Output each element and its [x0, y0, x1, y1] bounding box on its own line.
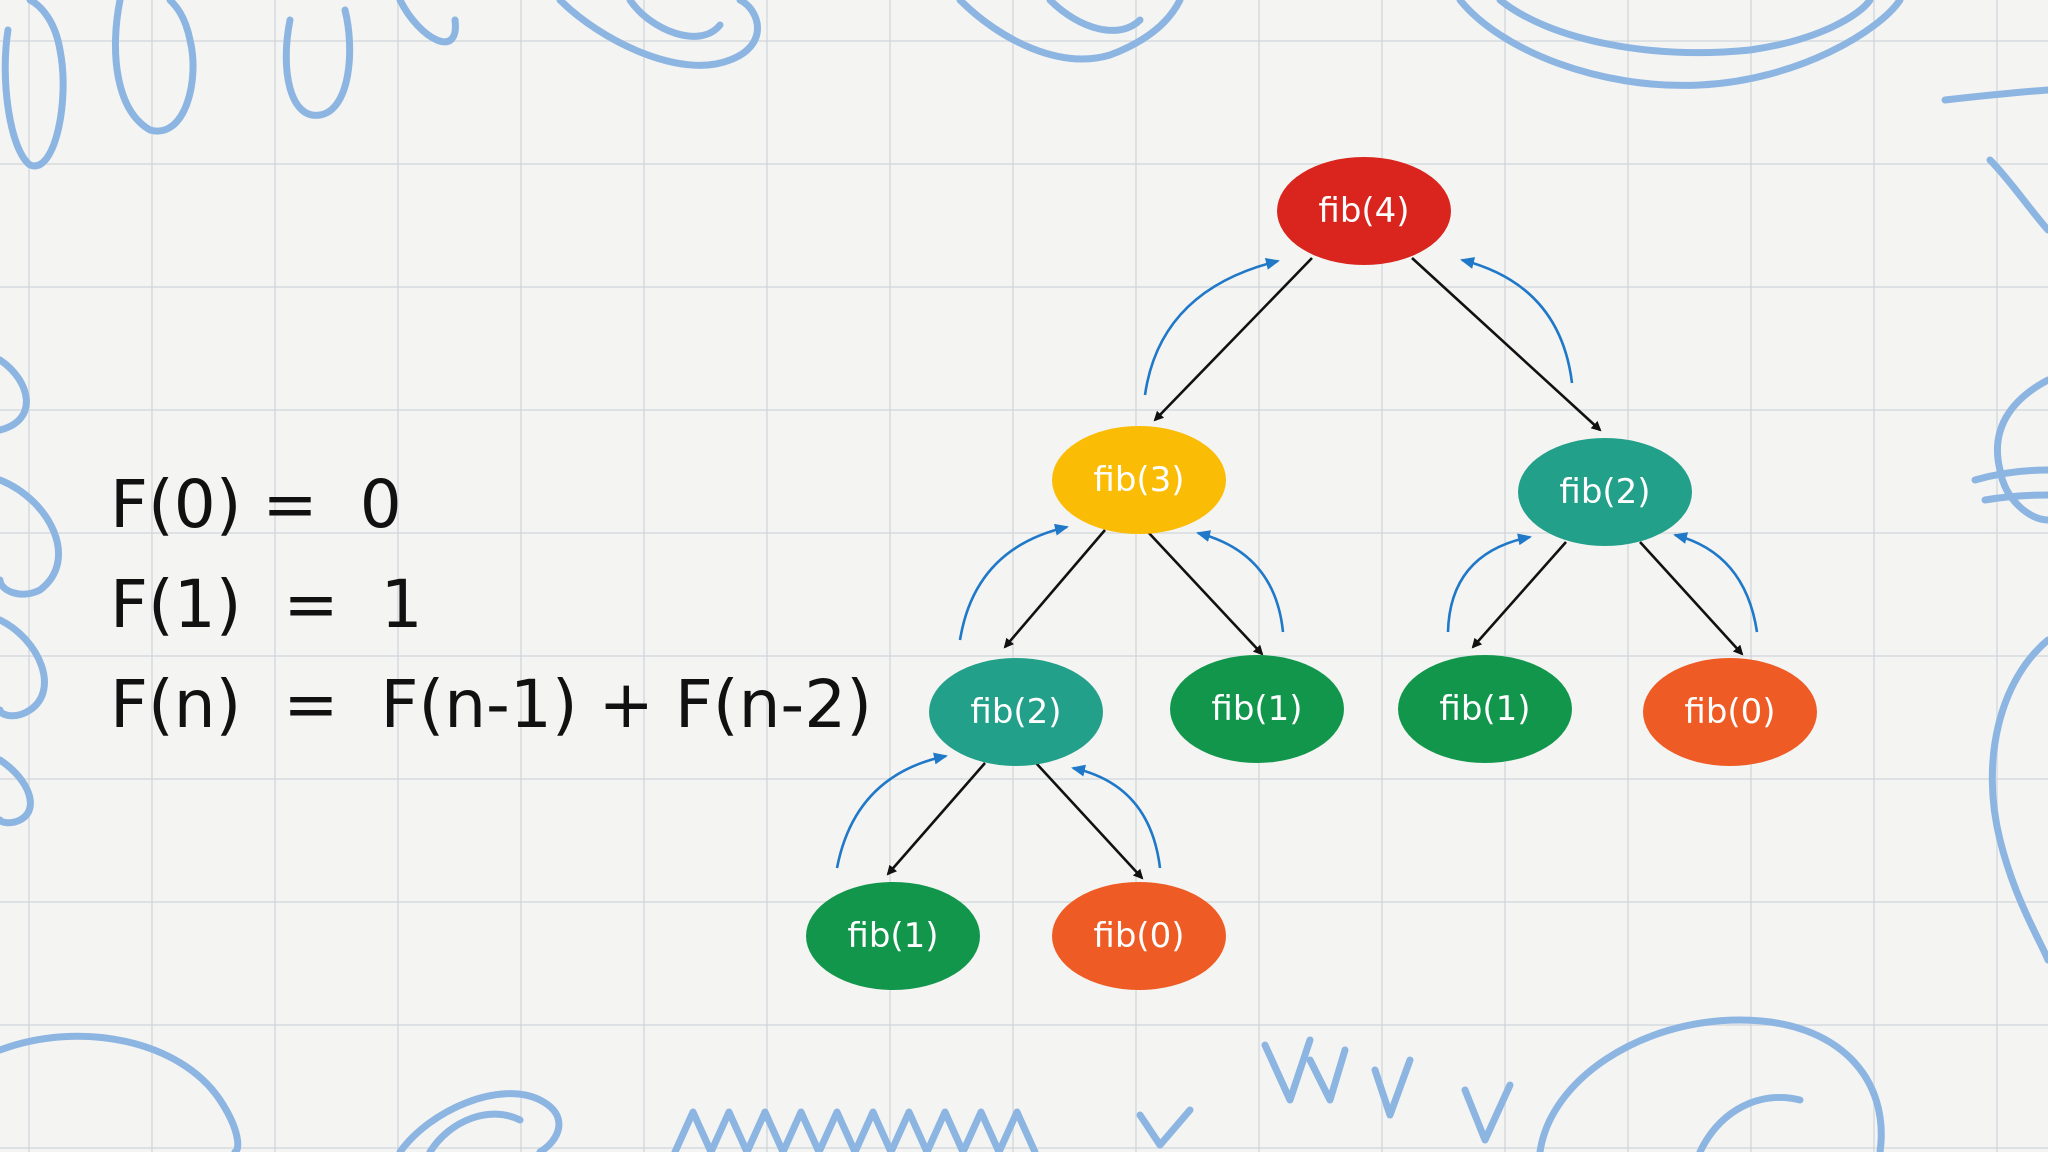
node-label: fib(0) [1093, 916, 1184, 956]
formula-base-case-0: F(0) = 0 [110, 466, 402, 543]
call-edge-fib3-fib1 [1147, 531, 1264, 656]
tree-node-fib0-bottom: fib(0) [1052, 882, 1226, 990]
call-edge-fib2-fib1-bottom [886, 762, 986, 876]
node-label: fib(1) [1211, 689, 1302, 729]
tree-node-fib2-left: fib(2) [929, 658, 1103, 766]
scribble-top-left-4 [396, 0, 459, 46]
scribble-bottom-check-1 [1136, 1106, 1194, 1149]
scribble-top-mid-4 [1046, 0, 1144, 34]
return-arrow-fib1-fib2 [1446, 533, 1532, 633]
scribble-top-left-1 [1, 0, 67, 170]
tree-node-fib2-right: fib(2) [1518, 438, 1692, 546]
scribble-top-right-2 [1496, 0, 1874, 57]
call-edge-fib4-fib3 [1153, 257, 1313, 422]
node-label: fib(2) [1559, 472, 1650, 512]
scribble-bottom-left-1 [0, 1032, 242, 1152]
scribble-left-4 [0, 756, 34, 827]
node-label: fib(4) [1318, 191, 1409, 231]
scribble-right-4 [1971, 466, 2048, 484]
node-label: fib(2) [970, 692, 1061, 732]
node-shape [1518, 438, 1692, 546]
scribble-right-1 [1941, 86, 2048, 104]
call-edge-fib2-fib0-bottom [1035, 762, 1144, 880]
scribble-left-1 [0, 356, 30, 434]
scribble-bottom-check-5 [1461, 1081, 1514, 1144]
call-edge-fib3-fib2 [1003, 529, 1106, 649]
node-shape [1398, 655, 1572, 763]
scribble-left-3 [0, 616, 48, 720]
node-shape [1052, 882, 1226, 990]
scribble-top-mid-3 [956, 0, 1184, 63]
call-edge-fib4-fib2 [1411, 257, 1602, 432]
recursion-tree: fib(4) fib(3) fib(2) fib(2) fib(1) fib(1… [806, 157, 1817, 990]
scribble-bottom-zigzag [671, 1108, 1039, 1152]
scribble-top-mid-2 [626, 0, 724, 40]
scribble-right-5 [1981, 491, 2048, 504]
scribble-left-2 [0, 476, 62, 598]
return-arrow-fib1-fib3 [1196, 530, 1285, 633]
node-label: fib(1) [847, 916, 938, 956]
formula-base-case-1: F(1) = 1 [110, 566, 423, 643]
fibonacci-formulas: F(0) = 0 F(1) = 1 F(n) = F(n-1) + F(n-2) [110, 466, 872, 743]
scribble-right-6 [1988, 636, 2048, 964]
scribble-bottom-check-3 [1306, 1046, 1349, 1104]
return-arrow-fib2-fib4 [1460, 257, 1574, 384]
scribble-bottom-right-1 [1536, 1016, 1885, 1152]
tree-node-fib0-right: fib(0) [1643, 658, 1817, 766]
formula-recurrence: F(n) = F(n-1) + F(n-2) [110, 666, 872, 743]
scribble-top-left-3 [282, 6, 354, 119]
node-label: fib(3) [1093, 460, 1184, 500]
return-arrow-fib3-fib4 [1143, 258, 1280, 396]
scribble-right-3 [1993, 376, 2048, 524]
call-edge-fib2-fib0 [1639, 541, 1744, 656]
scribble-bottom-left-2 [396, 1090, 563, 1152]
scribble-bottom-left-3 [426, 1110, 524, 1152]
scribble-bottom-check-2 [1261, 1036, 1314, 1104]
node-label: fib(0) [1684, 692, 1775, 732]
scribble-bottom-check-4 [1371, 1056, 1414, 1119]
tree-node-fib3: fib(3) [1052, 426, 1226, 534]
return-arrow-fib0-fib2-bottom [1071, 764, 1162, 869]
scribble-bottom-right-2 [1696, 1093, 1804, 1152]
node-shape [806, 882, 980, 990]
scribble-top-right-1 [1456, 0, 1904, 89]
return-arrow-fib1-fib2-bottom [835, 752, 948, 869]
node-label: fib(1) [1439, 689, 1530, 729]
node-shape [1052, 426, 1226, 534]
tree-node-fib1-right: fib(1) [1398, 655, 1572, 763]
node-shape [1277, 157, 1451, 265]
node-shape [1170, 655, 1344, 763]
return-arrow-fib2-fib3 [958, 523, 1069, 641]
scribble-top-mid-1 [556, 0, 761, 69]
tree-node-fib1-bottom: fib(1) [806, 882, 980, 990]
scribble-top-left-2 [111, 0, 197, 135]
tree-node-fib1-mid: fib(1) [1170, 655, 1344, 763]
node-shape [1643, 658, 1817, 766]
scribble-right-2 [1986, 156, 2048, 234]
tree-node-fib4: fib(4) [1277, 157, 1451, 265]
call-edge-fib2-fib1 [1471, 541, 1567, 649]
return-arrow-fib0-fib2 [1673, 532, 1759, 633]
node-shape [929, 658, 1103, 766]
